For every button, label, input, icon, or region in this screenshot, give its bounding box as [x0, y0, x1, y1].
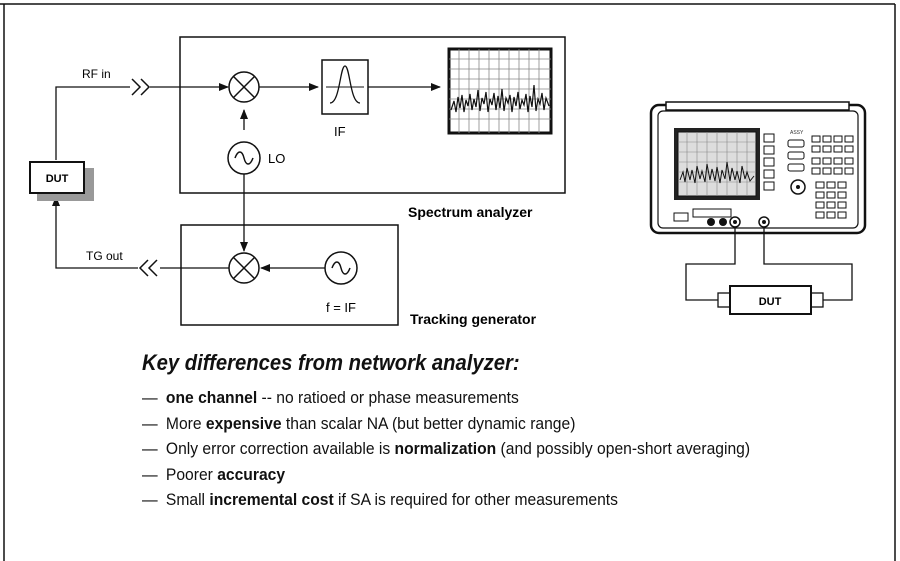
item-text: -- no ratioed or phase measurements [257, 388, 519, 407]
instrument-cable-left [685, 227, 736, 301]
list-item: — More expensive than scalar NA (but bett… [142, 411, 750, 437]
spectrum-analyzer-box [179, 36, 566, 194]
bullet-dash: — [142, 388, 158, 407]
tg-freq-label: f = IF [326, 300, 356, 315]
list-item: — Poorer accuracy [142, 462, 750, 488]
tg-out-to-dut-wire [52, 196, 138, 269]
tg-out-label: TG out [86, 249, 123, 263]
item-bold-text: normalization [394, 439, 497, 458]
item-bold-text: incremental cost [209, 490, 334, 509]
tg-oscillator-icon [324, 251, 358, 285]
dut-label: DUT [46, 173, 69, 185]
lo-oscillator-icon [227, 141, 261, 175]
item-text: if SA is required for other measurements [333, 490, 618, 509]
instrument-dut-label: DUT [759, 296, 782, 308]
lo-label: LO [268, 151, 285, 166]
item-bold-text: accuracy [217, 464, 286, 484]
key-differences-heading: Key differences from network analyzer: [142, 350, 520, 375]
item-text: (and possibly open-short averaging) [496, 439, 751, 458]
spectrum-display-icon [447, 47, 553, 135]
rf-in-connector-icon [131, 78, 151, 96]
if-label: IF [334, 124, 346, 139]
list-item: — Only error correction available is norm… [142, 436, 750, 462]
rf-in-label: RF in [82, 67, 111, 81]
item-text: Small [165, 490, 210, 509]
bullet-dash: — [142, 490, 158, 509]
if-filter-icon [321, 59, 369, 115]
bullet-dash: — [142, 439, 158, 458]
item-bold-text: one channel [165, 388, 258, 407]
bullet-dash: — [142, 464, 158, 484]
mixer-1-icon [228, 71, 260, 103]
tg-out-connector-icon [138, 259, 158, 277]
spectrum-analyzer-title: Spectrum analyzer [408, 204, 533, 220]
item-text: More [165, 413, 206, 433]
item-text: Only error correction available is [165, 439, 395, 458]
spectrum-analyzer-instrument: ASSY [649, 101, 867, 235]
rf-in-wire [55, 86, 130, 160]
item-text: than scalar NA (but better dynamic range… [281, 413, 576, 433]
dut-block: DUT [29, 161, 94, 201]
item-text: Poorer [165, 464, 218, 484]
svg-text:ASSY: ASSY [790, 130, 804, 136]
instrument-cable-right [763, 227, 853, 301]
key-differences-list: — one channel -- no ratioed or phase meas… [142, 385, 750, 513]
bullet-dash: — [142, 413, 158, 433]
tracking-generator-box [180, 224, 399, 326]
mixer-2-icon [228, 252, 260, 284]
item-bold-text: expensive [205, 413, 282, 433]
list-item: — Small incremental cost if SA is require… [142, 487, 750, 513]
instrument-dut-block: DUT [717, 285, 824, 315]
tracking-generator-title: Tracking generator [410, 311, 537, 327]
list-item: — one channel -- no ratioed or phase meas… [142, 385, 750, 411]
